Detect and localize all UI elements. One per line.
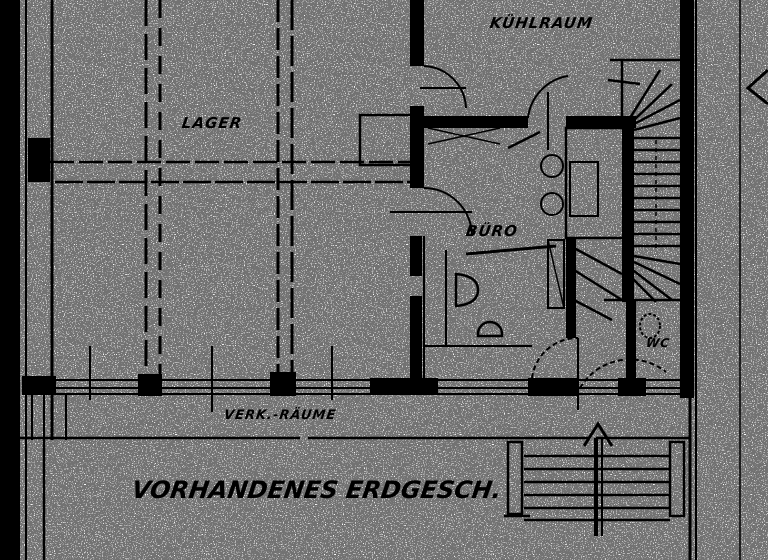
door-swing-entrance-right [579,358,667,389]
room-label-kuehlraum: KÜHLRAUM [488,14,595,32]
chair [540,154,564,178]
room-label-lager: LAGER [180,114,244,132]
door-swing-lager-kuehl [423,65,467,109]
sink [454,272,480,308]
left-border [0,0,20,560]
door-swing-lager-buero [423,187,473,237]
room-label-buero: BÜRO [464,222,520,240]
wc-toilet-icon [639,313,661,339]
door-swing-entrance-left [531,336,579,379]
staircase [573,58,681,322]
entrance-arrow-icon [582,421,614,536]
toilet [476,320,504,338]
drawing-caption: VORHANDENES ERDGESCH. [130,476,504,504]
wall-kuehl-buero [424,116,528,128]
chair [540,192,564,216]
wall-lager-buero [410,0,424,66]
room-label-verkaufsraeume: VERK.-RÄUME [222,408,338,423]
right-outer-wall [680,0,694,398]
room-label-wc: WC [645,336,672,350]
front-facade-wall [22,346,690,412]
